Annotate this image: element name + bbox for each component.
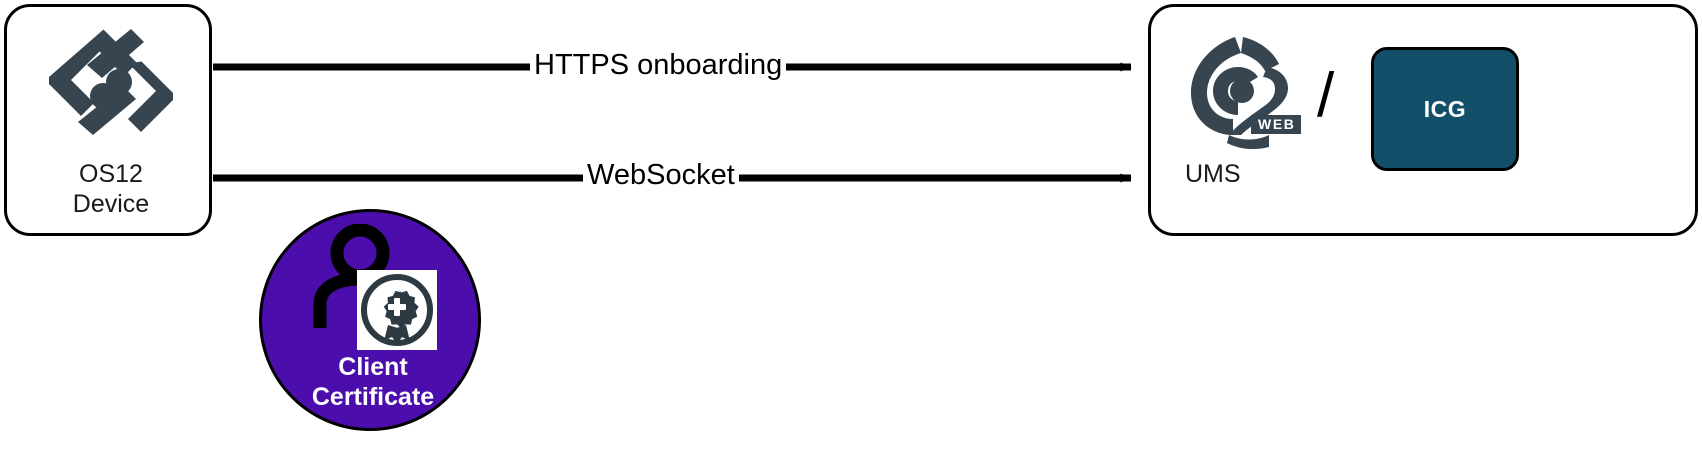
device-label: OS12 Device — [7, 159, 215, 219]
client-certificate-badge[interactable]: Client Certificate — [259, 209, 481, 431]
client-certificate-label-line2: Certificate — [311, 383, 435, 411]
edge-label-websocket: WebSocket — [583, 158, 739, 192]
device-label-line2: Device — [72, 190, 150, 218]
client-certificate-label: Client Certificate — [262, 352, 484, 412]
ums-separator: / — [1317, 61, 1335, 130]
ums-web-badge: WEB — [1251, 115, 1302, 134]
node-os12-device[interactable]: OS12 Device — [4, 4, 212, 236]
certificate-seal-icon — [357, 270, 437, 350]
device-label-line1: OS12 — [79, 160, 143, 188]
edge-label-https-onboarding: HTTPS onboarding — [530, 48, 787, 82]
icg-tile[interactable]: ICG — [1371, 47, 1519, 171]
ums-brand-logo-icon — [1191, 37, 1288, 149]
icg-label: ICG — [1423, 95, 1467, 122]
node-ums[interactable]: WEB / UMS ICG — [1148, 4, 1698, 236]
ums-label: UMS — [1185, 160, 1241, 188]
client-certificate-label-line1: Client — [338, 353, 408, 381]
os12-brand-logo-icon — [49, 29, 173, 135]
